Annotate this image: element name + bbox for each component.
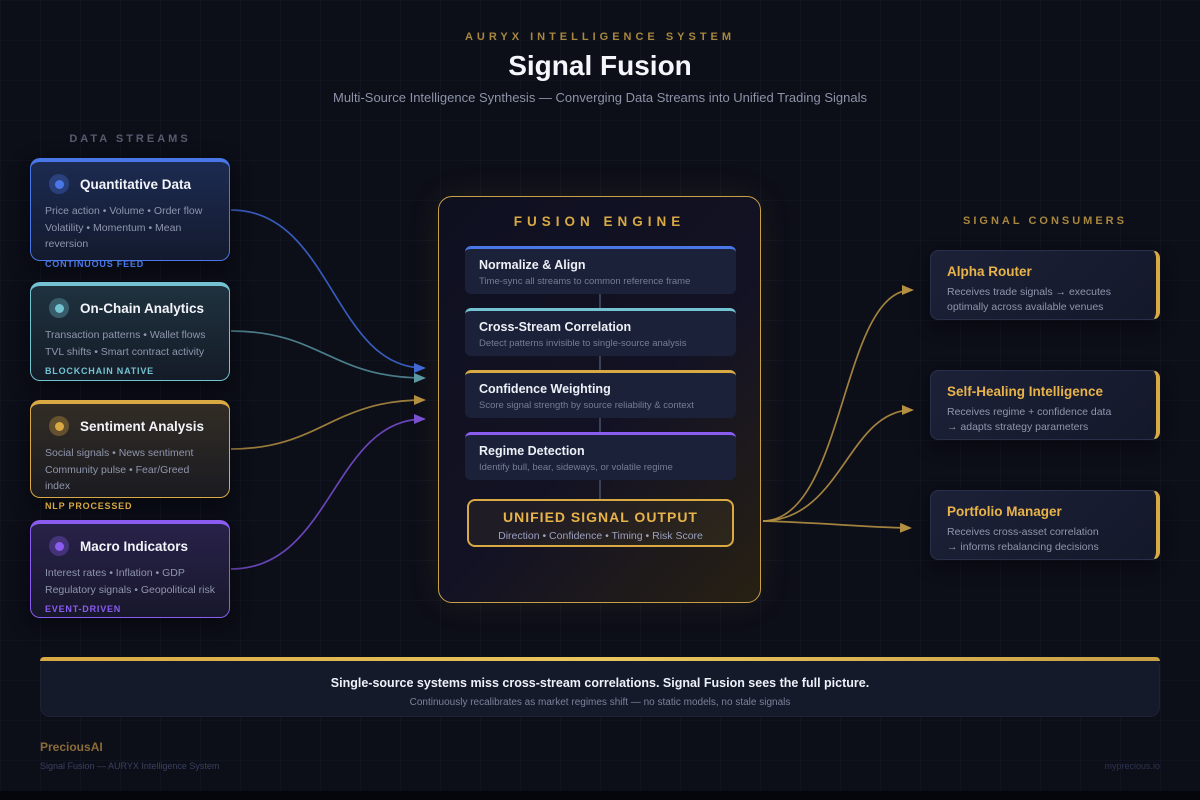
connector-onchain-to-engine: [230, 330, 426, 383]
stream-card-title: Quantitative Data: [80, 176, 192, 192]
unified-output-title: UNIFIED SIGNAL OUTPUT: [503, 509, 698, 525]
stream-card-quantitative-data: Quantitative Data Price action • Volume …: [30, 158, 230, 269]
stream-card-title: Macro Indicators: [80, 538, 189, 554]
stage-desc: Score signal strength by source reliabil…: [479, 400, 694, 411]
key-message-banner: [40, 657, 1160, 717]
consumer-title: Self-Healing Intelligence: [947, 384, 1104, 399]
header-eyebrow: AURYX INTELLIGENCE SYSTEM: [464, 31, 736, 43]
stream-card-tag: BLOCKCHAIN NATIVE: [45, 366, 154, 376]
unified-signal-output-box: UNIFIED SIGNAL OUTPUT Direction • Confid…: [467, 499, 734, 547]
fusion-engine-panel: FUSION ENGINE Normalize & Align Time-syn…: [438, 196, 761, 603]
engine-stage-confidence-weighting: Confidence Weighting Score signal streng…: [465, 370, 736, 418]
stream-card-line: TVL shifts • Smart contract activity: [45, 345, 205, 358]
consumer-card-self-healing-intelligence: Self-Healing Intelligence Receives regim…: [930, 370, 1160, 440]
connector-sentiment-to-engine: [230, 395, 426, 450]
connector-macro-to-engine: [230, 414, 426, 570]
consumer-line: Receives trade signals → executes: [947, 286, 1111, 298]
consumer-title: Portfolio Manager: [947, 504, 1062, 519]
footer-domain: myprecious.io: [1104, 761, 1160, 771]
consumer-line: → informs rebalancing decisions: [947, 541, 1099, 553]
stream-card-line: Regulatory signals • Geopolitical risk: [45, 583, 215, 596]
stream-dot-inner: [54, 541, 64, 551]
stage-title: Regime Detection: [479, 444, 585, 458]
consumer-title: Alpha Router: [947, 264, 1032, 279]
stage-desc: Time-sync all streams to common referenc…: [479, 276, 691, 287]
stream-dot-icon: [49, 536, 69, 556]
consumer-card-portfolio-manager: Portfolio Manager Receives cross-asset c…: [930, 490, 1160, 560]
stream-dot-inner: [54, 179, 64, 189]
stream-card-header: Quantitative Data: [49, 174, 215, 194]
stream-card-line: Volatility • Momentum • Mean reversion: [45, 221, 182, 251]
stream-card-line: Price action • Volume • Order flow: [45, 205, 203, 217]
engine-stage-regime-detection: Regime Detection Identify bull, bear, si…: [465, 432, 736, 480]
stream-card-header: On-Chain Analytics: [49, 298, 215, 318]
consumer-line: optimally across available venues: [947, 301, 1104, 313]
stream-card-onchain-analytics: On-Chain Analytics Transaction patterns …: [30, 282, 230, 381]
stage-connector-line: [599, 356, 601, 370]
stream-card-title: Sentiment Analysis: [80, 418, 205, 434]
unified-output-desc: Direction • Confidence • Timing • Risk S…: [498, 530, 703, 542]
stream-card-tag: NLP PROCESSED: [45, 500, 133, 511]
page-subtitle: Multi-Source Intelligence Synthesis — Co…: [333, 90, 867, 105]
footer-brand: PreciousAI: [40, 740, 103, 754]
connector-output-to-alpha-router: [762, 285, 914, 522]
stage-title: Confidence Weighting: [479, 382, 611, 396]
connector-quantitative-to-engine: [230, 209, 426, 373]
stream-card-sentiment-analysis: Sentiment Analysis Social signals • News…: [30, 400, 230, 511]
stream-card-line: Interest rates • Inflation • GDP: [45, 567, 185, 579]
stage-connector-line: [599, 480, 601, 499]
consumer-card-alpha-router: Alpha Router Receives trade signals → ex…: [930, 250, 1160, 320]
consumer-line: → adapts strategy parameters: [947, 421, 1089, 433]
stream-card-macro-indicators: Macro Indicators Interest rates • Inflat…: [30, 520, 230, 618]
stage-connector-line: [599, 418, 601, 432]
stream-card-line: Transaction patterns • Wallet flows: [45, 329, 206, 341]
fusion-engine-title: FUSION ENGINE: [513, 214, 686, 229]
consumer-line: Receives regime + confidence data: [947, 406, 1112, 418]
stage-desc: Detect patterns invisible to single-sour…: [479, 338, 687, 349]
connector-output-to-portfolio: [762, 520, 912, 533]
stream-dot-inner: [54, 303, 64, 313]
footer-caption: Signal Fusion — AURYX Intelligence Syste…: [40, 761, 220, 771]
engine-stage-normalize-align: Normalize & Align Time-sync all streams …: [465, 246, 736, 294]
stage-title: Cross-Stream Correlation: [479, 320, 632, 334]
stage-desc: Identify bull, bear, sideways, or volati…: [479, 462, 673, 473]
stream-card-tag: CONTINUOUS FEED: [45, 258, 145, 269]
stream-card-tag: EVENT-DRIVEN: [45, 604, 122, 614]
stream-dot-icon: [49, 298, 69, 318]
data-streams-label: DATA STREAMS: [69, 133, 191, 145]
stream-card-header: Sentiment Analysis: [49, 416, 215, 436]
stream-card-header: Macro Indicators: [49, 536, 215, 556]
stream-dot-inner: [54, 421, 64, 431]
banner-accent-bar: [40, 657, 1160, 661]
signal-consumers-label: SIGNAL CONSUMERS: [963, 215, 1127, 227]
stream-card-line: Community pulse • Fear/Greed index: [45, 463, 190, 493]
bottom-strip: [0, 791, 1200, 800]
page-title: Signal Fusion: [508, 50, 692, 81]
stream-card-title: On-Chain Analytics: [80, 300, 205, 316]
stream-card-line: Social signals • News sentiment: [45, 447, 194, 459]
connector-output-to-self-healing: [762, 405, 914, 522]
stage-connector-line: [599, 294, 601, 308]
stage-title: Normalize & Align: [479, 258, 586, 272]
consumer-line: Receives cross-asset correlation: [947, 526, 1099, 538]
engine-stage-cross-stream-correlation: Cross-Stream Correlation Detect patterns…: [465, 308, 736, 356]
banner-subtext: Continuously recalibrates as market regi…: [409, 697, 791, 708]
stream-dot-icon: [49, 416, 69, 436]
stream-dot-icon: [49, 174, 69, 194]
banner-headline: Single-source systems miss cross-stream …: [330, 676, 870, 690]
